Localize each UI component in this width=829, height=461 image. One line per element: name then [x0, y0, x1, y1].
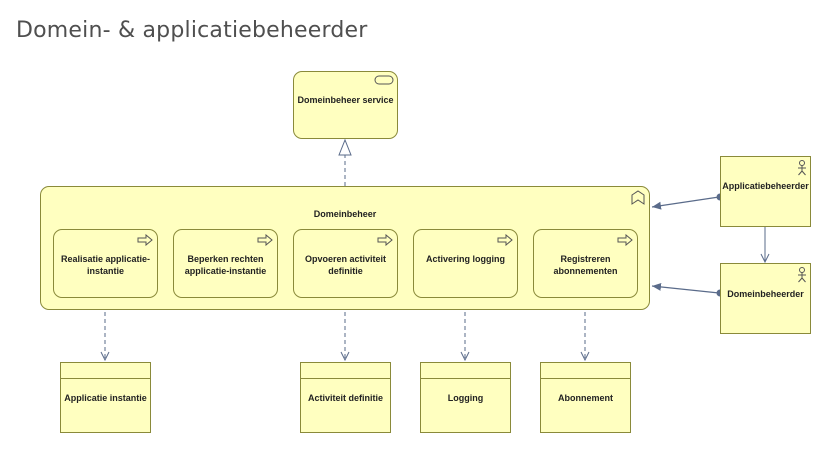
service-node[interactable]: Domeinbeheer service: [293, 71, 398, 139]
process-arrow-icon: [377, 234, 393, 246]
process-label-2: Beperken rechten applicatie-instantie: [184, 254, 267, 276]
data-object-2[interactable]: Activiteit definitie: [300, 362, 391, 433]
process-label-4: Activering logging: [425, 254, 505, 264]
service-icon: [374, 75, 394, 85]
process-label-3: Opvoeren activiteit definitie: [304, 254, 387, 276]
data-object-label-4: Abonnement: [558, 393, 613, 403]
process-arrow-icon: [497, 234, 513, 246]
assignment-connector-domain[interactable]: [651, 282, 724, 297]
function-icon: [631, 190, 645, 205]
process-arrow-icon: [617, 234, 633, 246]
actor-label-domain: Domeinbeheerder: [727, 289, 804, 299]
actor-label-app: Applicatiebeheerder: [722, 181, 809, 191]
process-node-2[interactable]: Beperken rechten applicatie-instantie: [173, 229, 278, 298]
process-arrow-icon: [257, 234, 273, 246]
data-object-header-line: [421, 378, 510, 379]
process-node-1[interactable]: Realisatie applicatie- instantie: [53, 229, 158, 298]
process-node-3[interactable]: Opvoeren activiteit definitie: [293, 229, 398, 298]
data-object-1[interactable]: Applicatie instantie: [60, 362, 151, 433]
actor-node-app[interactable]: Applicatiebeheerder: [720, 156, 811, 227]
service-label: Domeinbeheer service: [297, 95, 394, 105]
process-node-5[interactable]: Registreren abonnementen: [533, 229, 638, 298]
data-object-header-line: [61, 378, 150, 379]
actor-icon: [798, 160, 806, 176]
realization-connector[interactable]: [338, 138, 352, 186]
data-object-3[interactable]: Logging: [420, 362, 511, 433]
assignment-connector-app[interactable]: [651, 193, 724, 210]
data-object-header-line: [541, 378, 630, 379]
data-object-4[interactable]: Abonnement: [540, 362, 631, 433]
process-node-4[interactable]: Activering logging: [413, 229, 518, 298]
data-object-label-1: Applicatie instantie: [64, 393, 147, 403]
data-object-label-3: Logging: [447, 393, 484, 403]
function-label: Domeinbeheer: [313, 209, 377, 219]
process-label-5: Registreren abonnementen: [553, 254, 618, 276]
process-label-1: Realisatie applicatie- instantie: [60, 254, 151, 276]
actor-icon: [798, 267, 806, 283]
data-object-header-line: [301, 378, 390, 379]
data-object-label-2: Activiteit definitie: [307, 393, 383, 403]
actor-node-domain[interactable]: Domeinbeheerder: [720, 263, 811, 334]
process-arrow-icon: [137, 234, 153, 246]
diagram-title: Domein- & applicatiebeheerder: [16, 18, 368, 43]
